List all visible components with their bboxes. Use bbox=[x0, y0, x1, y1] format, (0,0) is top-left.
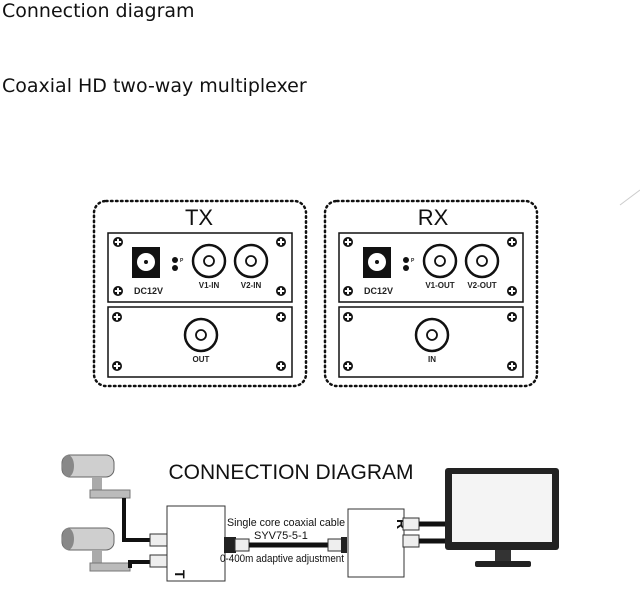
rx-led-label: P bbox=[411, 258, 415, 264]
screw-icon bbox=[276, 361, 286, 371]
tx-outline bbox=[92, 199, 308, 388]
screw-icon bbox=[276, 286, 286, 296]
bnc-port-icon bbox=[191, 243, 227, 279]
tx-output-label: OUT bbox=[193, 355, 210, 364]
rx-power-label: DC12V bbox=[364, 286, 393, 296]
screw-icon bbox=[276, 237, 286, 247]
screw-icon bbox=[276, 312, 286, 322]
screw-icon bbox=[112, 312, 122, 322]
rx-unit: RX DC12V P V1-OUT V2-OUT IN bbox=[323, 199, 539, 388]
tx-heading: TX bbox=[185, 205, 213, 230]
screw-icon bbox=[343, 286, 353, 296]
tx-unit: TX DC12V P V1-IN V2-IN OUT bbox=[92, 199, 308, 388]
bnc-port-icon bbox=[414, 317, 450, 353]
camera-icon bbox=[61, 454, 131, 499]
bnc-port-icon bbox=[183, 317, 219, 353]
screw-icon bbox=[507, 361, 517, 371]
tx-power-label: DC12V bbox=[134, 286, 163, 296]
monitor-icon bbox=[445, 468, 559, 567]
screw-icon bbox=[113, 286, 123, 296]
screw-icon bbox=[113, 237, 123, 247]
screw-icon bbox=[343, 237, 353, 247]
transmitter-letter: T bbox=[172, 570, 188, 579]
cable-type-label: Single core coaxial cable bbox=[227, 517, 345, 529]
screw-icon bbox=[507, 237, 517, 247]
rx-port-v1: V1-OUT bbox=[425, 281, 454, 290]
page-title: Connection diagram bbox=[2, 0, 195, 22]
camera-icon bbox=[61, 527, 131, 572]
receiver-letter: R bbox=[394, 519, 410, 529]
led-icon bbox=[172, 265, 178, 271]
bnc-port-icon bbox=[464, 243, 500, 279]
led-icon bbox=[403, 257, 409, 263]
page-subtitle: Coaxial HD two-way multiplexer bbox=[2, 75, 307, 97]
distance-label: 0-400m adaptive adjustment bbox=[220, 553, 344, 565]
connection-illustration: CONNECTION DIAGRAM T R bbox=[61, 454, 559, 582]
bnc-port-icon bbox=[422, 243, 458, 279]
rx-port-v2: V2-OUT bbox=[467, 281, 496, 290]
screw-icon bbox=[343, 312, 353, 322]
decorative-line bbox=[619, 189, 640, 206]
led-icon bbox=[172, 257, 178, 263]
tx-port-v1: V1-IN bbox=[199, 281, 220, 290]
cable-model-label: SYV75-5-1 bbox=[254, 530, 308, 542]
screw-icon bbox=[507, 286, 517, 296]
rx-heading: RX bbox=[418, 205, 449, 230]
tx-led-label: P bbox=[180, 258, 184, 264]
screw-icon bbox=[343, 361, 353, 371]
led-icon bbox=[403, 265, 409, 271]
bnc-port-icon bbox=[233, 243, 269, 279]
tx-port-v2: V2-IN bbox=[241, 281, 262, 290]
rx-outline bbox=[323, 199, 539, 388]
connection-heading: CONNECTION DIAGRAM bbox=[168, 461, 413, 484]
transmitter-box bbox=[166, 505, 226, 582]
rx-input-label: IN bbox=[428, 355, 436, 364]
screw-icon bbox=[112, 361, 122, 371]
screw-icon bbox=[507, 312, 517, 322]
